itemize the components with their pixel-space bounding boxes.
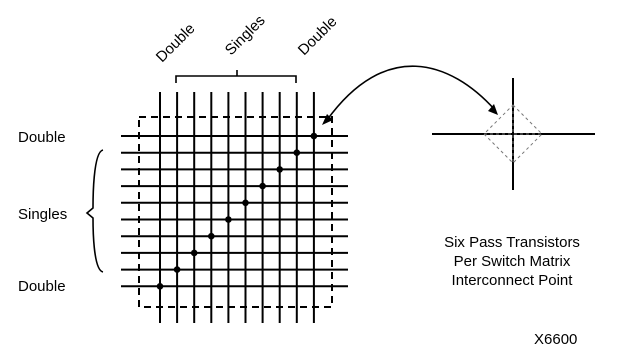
top-label-double-left: Double (153, 20, 199, 66)
left-label-double-bottom: Double (18, 278, 66, 295)
interconnect-point-4 (208, 232, 215, 240)
routing-grid (121, 92, 348, 323)
interconnect-point-1 (156, 283, 164, 290)
interconnect-point-7 (259, 182, 266, 190)
interconnect-point-9 (293, 149, 301, 156)
singles-column-brace (175, 70, 297, 83)
caption-line-2: Per Switch Matrix (454, 253, 571, 270)
arrowhead-right (488, 104, 498, 115)
figure-id: X6600 (534, 331, 577, 348)
arrowhead-left (322, 114, 333, 125)
interconnect-point-2 (173, 266, 181, 273)
top-label-double-right: Double (295, 13, 341, 59)
left-label-double-top: Double (18, 129, 66, 146)
left-label-singles: Singles (18, 206, 67, 223)
detail-arrow (322, 65, 498, 125)
caption-line-1: Six Pass Transistors (444, 234, 580, 251)
caption-line-3: Interconnect Point (452, 272, 574, 289)
switch-point-detail (432, 78, 595, 190)
interconnect-point-8 (276, 166, 284, 173)
top-label-singles: Singles (222, 12, 269, 59)
interconnect-point-5 (225, 216, 232, 223)
interconnect-points (156, 132, 318, 290)
switch-matrix-boundary (138, 116, 333, 308)
interconnect-point-3 (190, 249, 198, 257)
interconnect-point-6 (242, 199, 249, 207)
singles-row-brace (85, 149, 104, 273)
interconnect-point-10 (310, 132, 318, 140)
